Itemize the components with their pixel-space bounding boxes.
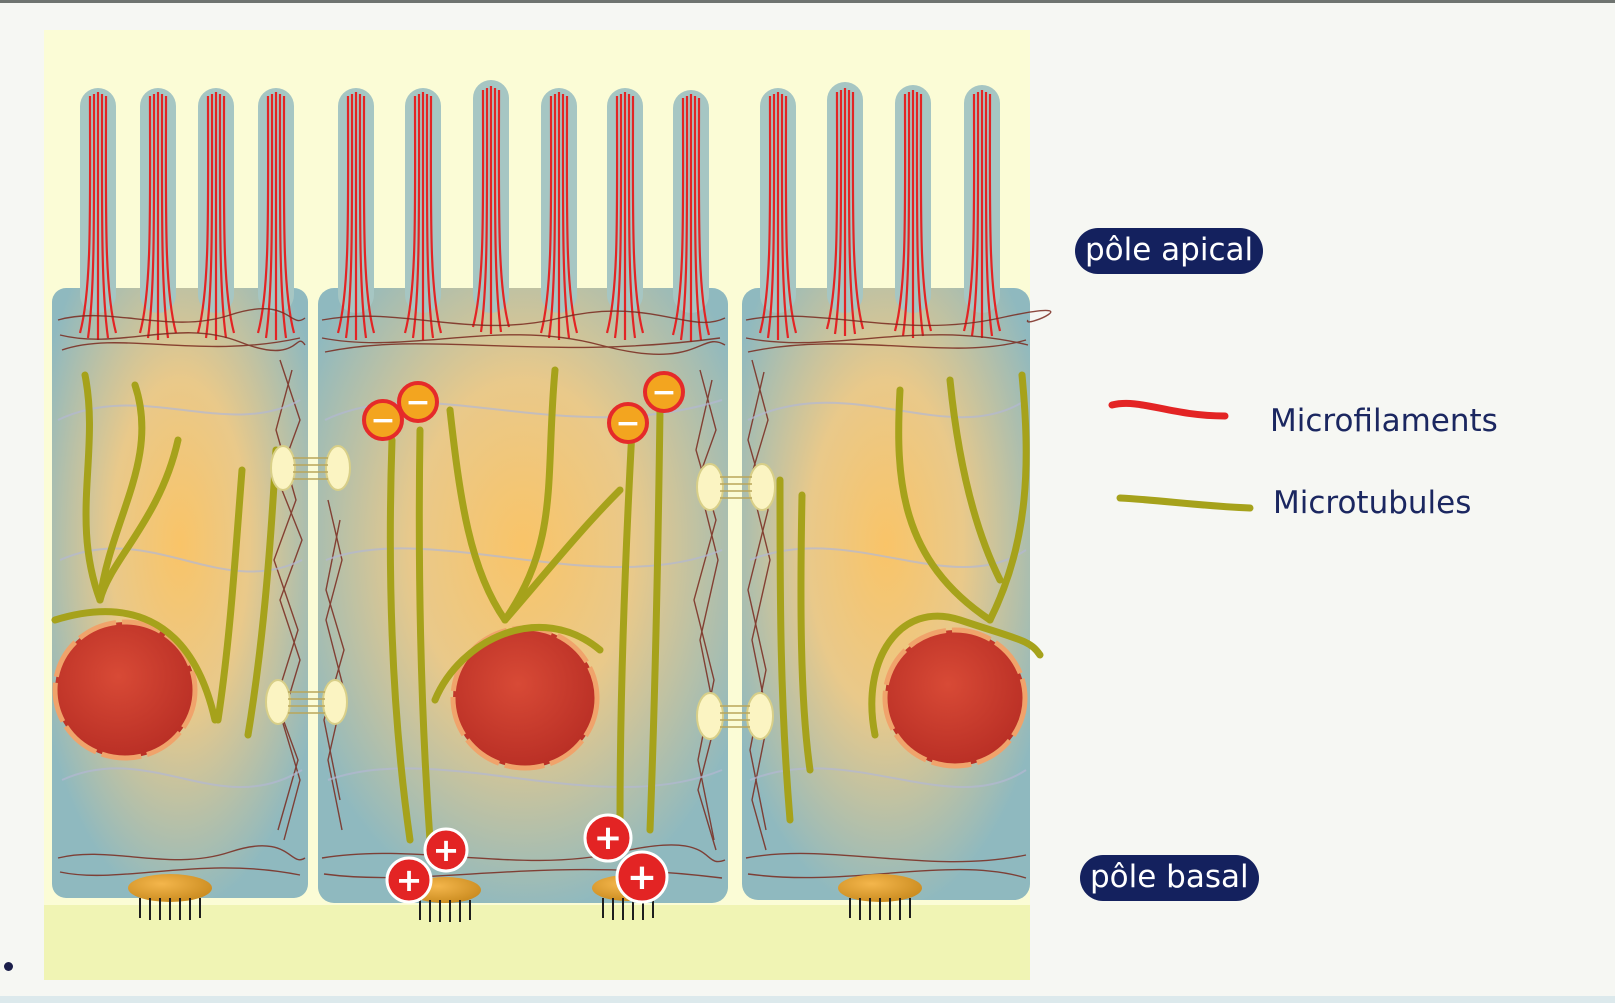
desmosome-icon <box>696 463 776 511</box>
plus-end-icon: + <box>385 856 433 904</box>
plus-end-icon: + <box>583 813 633 863</box>
plus-end-icon: + <box>615 850 669 904</box>
basal-pole-label: pôle basal <box>1080 855 1259 901</box>
nucleus-left <box>52 619 198 761</box>
minus-end-icon: − <box>643 371 685 413</box>
desmosome-icon <box>265 679 348 725</box>
hemidesmosome-icon <box>128 874 212 920</box>
legend-swatch-microtubules <box>1116 494 1254 512</box>
plus-symbol: + <box>396 861 423 899</box>
cell-left-cytoplasm <box>52 288 308 898</box>
top-border <box>0 0 1615 3</box>
legend-label-microfilaments: Microfilaments <box>1270 403 1498 439</box>
bullet-icon <box>4 962 13 971</box>
basal-lamina <box>44 905 1030 980</box>
desmosome-icon <box>696 692 774 740</box>
bottom-border <box>0 996 1615 1003</box>
minus-end-icon: − <box>397 381 439 423</box>
hemidesmosome-icon <box>838 874 922 920</box>
minus-end-icon: − <box>607 402 649 444</box>
plus-symbol: + <box>433 831 460 869</box>
minus-symbol: − <box>615 406 640 441</box>
minus-ends: − − − − <box>362 371 685 444</box>
plus-symbol: + <box>627 857 657 898</box>
desmosome-icon <box>270 445 351 491</box>
minus-symbol: − <box>651 375 676 410</box>
nuclei <box>52 619 1028 771</box>
plus-end-icon: + <box>423 827 469 873</box>
plus-ends: + + + + <box>385 813 669 904</box>
legend-label-microtubules: Microtubules <box>1273 485 1472 521</box>
minus-symbol: − <box>405 385 430 420</box>
microtubules <box>51 366 1044 844</box>
nucleus-right <box>882 627 1028 769</box>
desmosomes <box>265 445 776 740</box>
minus-end-icon: − <box>362 399 404 441</box>
cell-right-cytoplasm <box>742 288 1030 900</box>
apical-pole-label: pôle apical <box>1075 228 1264 274</box>
terminal-web <box>57 308 1052 879</box>
legend-swatch-microfilaments <box>1108 399 1229 420</box>
minus-symbol: − <box>370 403 395 438</box>
plus-symbol: + <box>594 818 623 858</box>
